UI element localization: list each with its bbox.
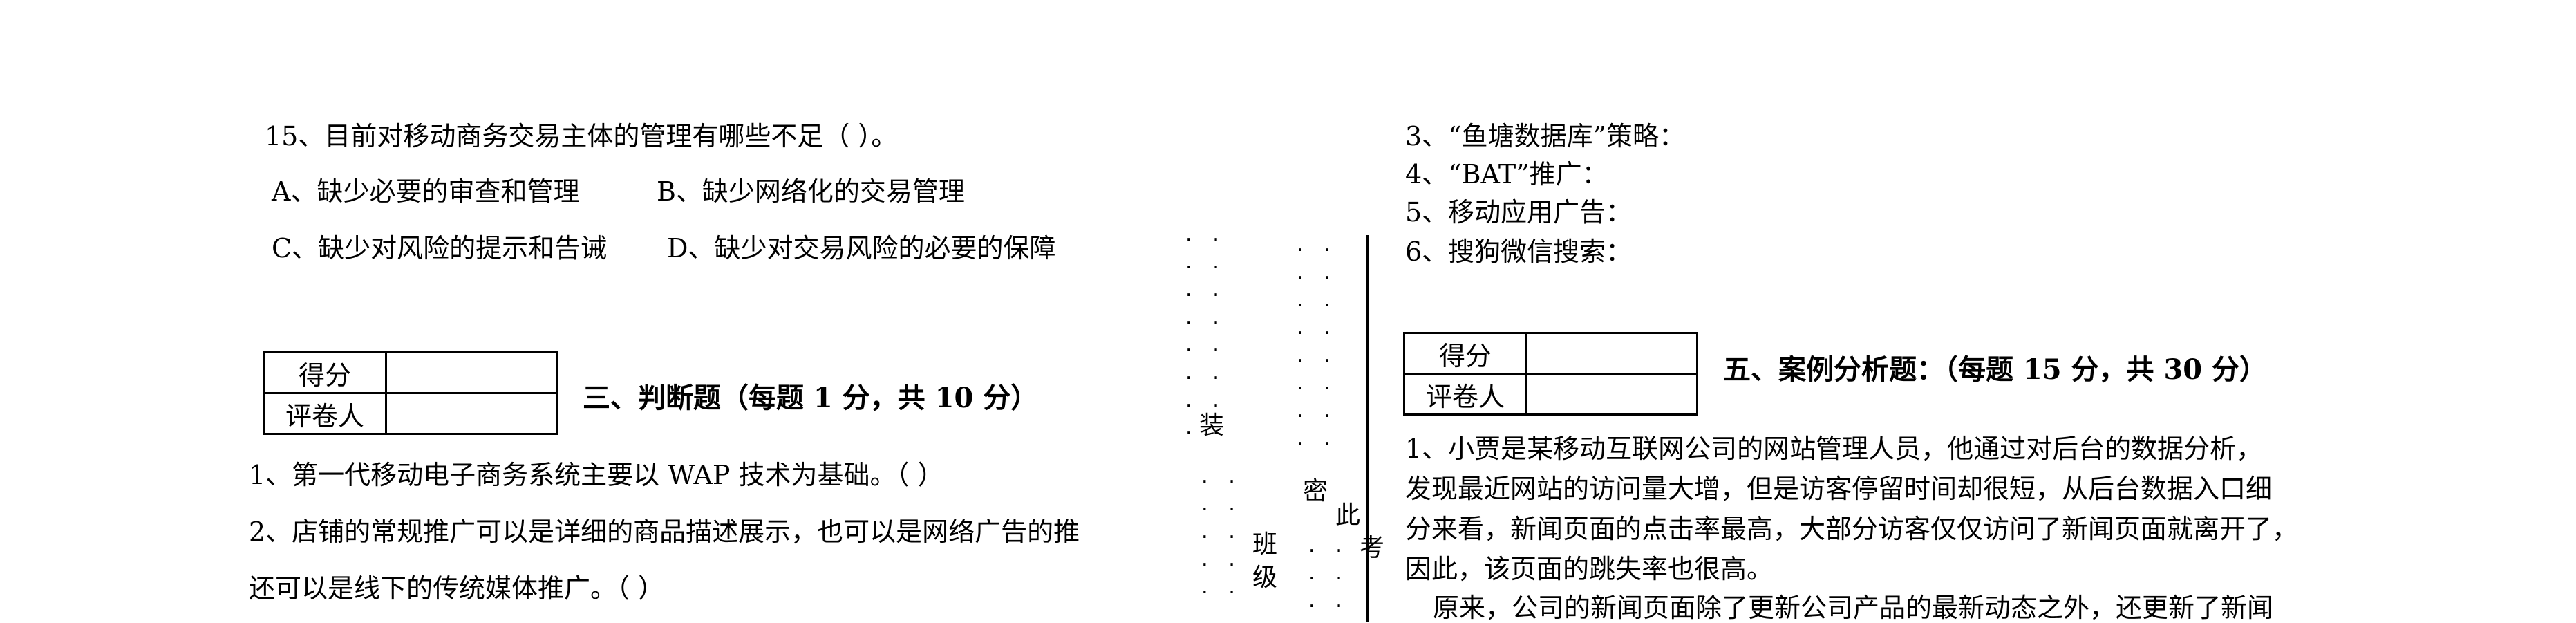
grader-field[interactable] [1525, 373, 1698, 416]
case-line-3: 分来看，新闻页面的点击率最高，大部分访客仅仅访问了新闻页面就离开了， [1405, 514, 2299, 544]
right-item-4: 4、“BAT”推广： [1405, 159, 1608, 189]
binding-char-ji: 级 [1252, 564, 1278, 592]
binding-char-ci: 此 [1335, 501, 1361, 530]
section-5-title: 五、案例分析题：（每题 15 分，共 30 分） [1723, 353, 2268, 386]
binding-char-mi: 密 [1303, 477, 1328, 505]
question-15-option-c: C、缺少对风险的提示和告诫 [272, 233, 608, 263]
case-line-5: 原来，公司的新闻页面除了更新公司产品的最新动态之外，还更新了新闻 [1433, 593, 2274, 623]
case-line-4: 因此，该页面的跳失率也很高。 [1405, 554, 1774, 584]
binding-dots-left: . . . . . . . . . . . . . . . . [1183, 225, 1224, 439]
score-box-section-3: 得分 评卷人 [263, 351, 558, 435]
case-line-1: 1、小贾是某移动互联网公司的网站管理人员，他通过对后台的数据分析， [1405, 434, 2263, 464]
binding-dots-left-lower: . . . . . . . . . . [1199, 467, 1240, 598]
right-item-5: 5、移动应用广告： [1405, 197, 1633, 227]
tf-item-2-continued: 还可以是线下的传统媒体推广。（ ） [249, 573, 665, 604]
binding-char-zhuang: 装 [1199, 411, 1225, 440]
question-15-option-b: B、缺少网络化的交易管理 [657, 176, 965, 207]
binding-dots-right: . . . . . . . . . . . . . . . . [1295, 235, 1335, 449]
case-line-2: 发现最近网站的访问量大增，但是访客停留时间却很短，从后台数据入口细 [1405, 474, 2273, 504]
tf-item-1: 1、第一代移动电子商务系统主要以 WAP 技术为基础。（ ） [249, 460, 944, 490]
score-label: 得分 [1403, 332, 1527, 375]
question-15-stem: 15、目前对移动商务交易主体的管理有哪些不足（ ）。 [265, 121, 898, 151]
binding-char-ban: 班 [1252, 530, 1278, 559]
tf-item-2: 2、店铺的常规推广可以是详细的商品描述展示，也可以是网络广告的推 [249, 519, 1080, 545]
grader-label: 评卷人 [1403, 373, 1527, 416]
score-field[interactable] [1525, 332, 1698, 375]
right-item-6: 6、搜狗微信搜索： [1405, 236, 1633, 267]
score-field[interactable] [385, 351, 558, 394]
binding-char-kao: 考 [1360, 534, 1385, 562]
question-15-option-a: A、缺少必要的审查和管理 [272, 176, 580, 207]
score-box-section-5: 得分 评卷人 [1403, 332, 1698, 416]
score-label: 得分 [263, 351, 387, 394]
right-item-3: 3、“鱼塘数据库”策略： [1405, 121, 1686, 151]
grader-field[interactable] [385, 392, 558, 435]
section-3-title: 三、判断题（每题 1 分，共 10 分） [583, 382, 1039, 414]
grader-label: 评卷人 [263, 392, 387, 435]
binding-dots-right-lower: . . . . . . [1306, 536, 1347, 612]
binding-line [1366, 235, 1369, 622]
question-15-option-d: D、缺少对交易风险的必要的保障 [667, 233, 1056, 263]
